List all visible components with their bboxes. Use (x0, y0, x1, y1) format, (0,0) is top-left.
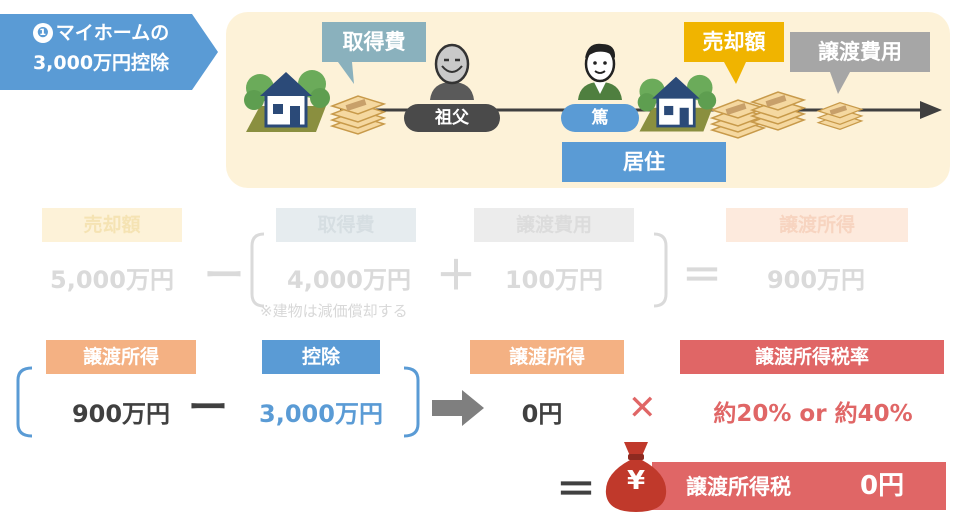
result-equals: ＝ (556, 467, 596, 513)
grandfather-avatar-icon (430, 43, 474, 100)
calc2-times: ✕ (628, 388, 657, 428)
calc1-plus: ＋ (436, 253, 476, 299)
heading-number: ❶ (32, 23, 53, 43)
calc2-income-value: 900万円 (71, 400, 171, 428)
tax-result-box (652, 462, 946, 510)
heading-arrow-tag (0, 14, 218, 90)
money-stack-icon-2 (709, 99, 767, 139)
calc1-acq-label: 取得費 (276, 208, 416, 242)
yen-symbol: ¥ (626, 466, 646, 496)
arrow-right-icon (432, 390, 484, 426)
calc1-income-label: 譲渡所得 (726, 208, 908, 242)
transfer-cost-bubble: 譲渡費用 (818, 40, 902, 64)
calc2-income-label: 譲渡所得 (46, 340, 196, 374)
calc2-rate-label: 譲渡所得税率 (680, 340, 944, 374)
heir-avatar-icon (578, 43, 622, 100)
acquisition-cost-bubble-shape (322, 22, 426, 84)
calc1-income-value: 900万円 (766, 266, 866, 294)
calc2-deduction-value: 3,000万円 (259, 400, 383, 428)
calc1-right-bracket (653, 232, 668, 308)
calc1-equals: ＝ (682, 253, 722, 299)
calc2-deduction-label: 控除 (262, 340, 380, 374)
tax-result-label: 譲渡所得税 (686, 475, 791, 499)
calc1-minus: ー (204, 253, 244, 299)
heir-label: 篤 (561, 104, 639, 132)
sale-price-bubble-shape (684, 22, 784, 84)
heading-line2: 3,000万円控除 (32, 52, 170, 74)
calc2-rate-value: 約20% or 約40% (713, 401, 913, 427)
calc2-right-bracket (403, 366, 420, 438)
calc1-left-bracket (250, 232, 265, 308)
calc1-note: ※建物は減価償却する (260, 302, 408, 320)
house-icon-right (637, 74, 717, 132)
calc2-result-value: 0円 (521, 400, 563, 428)
money-stack-icon-3 (749, 91, 807, 131)
money-bag-icon (605, 442, 667, 512)
calc1-acq-value: 4,000万円 (287, 266, 411, 294)
money-stack-icon-4 (816, 102, 864, 130)
house-icon-left (244, 70, 330, 132)
calc2-left-bracket (16, 366, 33, 438)
transfer-cost-bubble-shape (790, 32, 930, 94)
calc1-cost-label: 譲渡費用 (474, 208, 634, 242)
grandfather-label: 祖父 (404, 104, 500, 132)
sale-price-bubble: 売却額 (702, 30, 766, 54)
money-stack-icon-1 (329, 95, 387, 135)
acquisition-cost-bubble: 取得費 (342, 30, 406, 54)
heading-line1: マイホームの (55, 22, 170, 44)
calc1-sale-value: 5,000万円 (50, 266, 174, 294)
calc2-minus: ー (188, 385, 228, 431)
calc1-sale-label: 売却額 (42, 208, 182, 242)
calc1-cost-value: 100万円 (504, 266, 604, 294)
calc2-result-label: 譲渡所得 (470, 340, 624, 374)
residence-block: 居住 (562, 142, 726, 182)
tax-result-value: 0円 (860, 471, 905, 501)
